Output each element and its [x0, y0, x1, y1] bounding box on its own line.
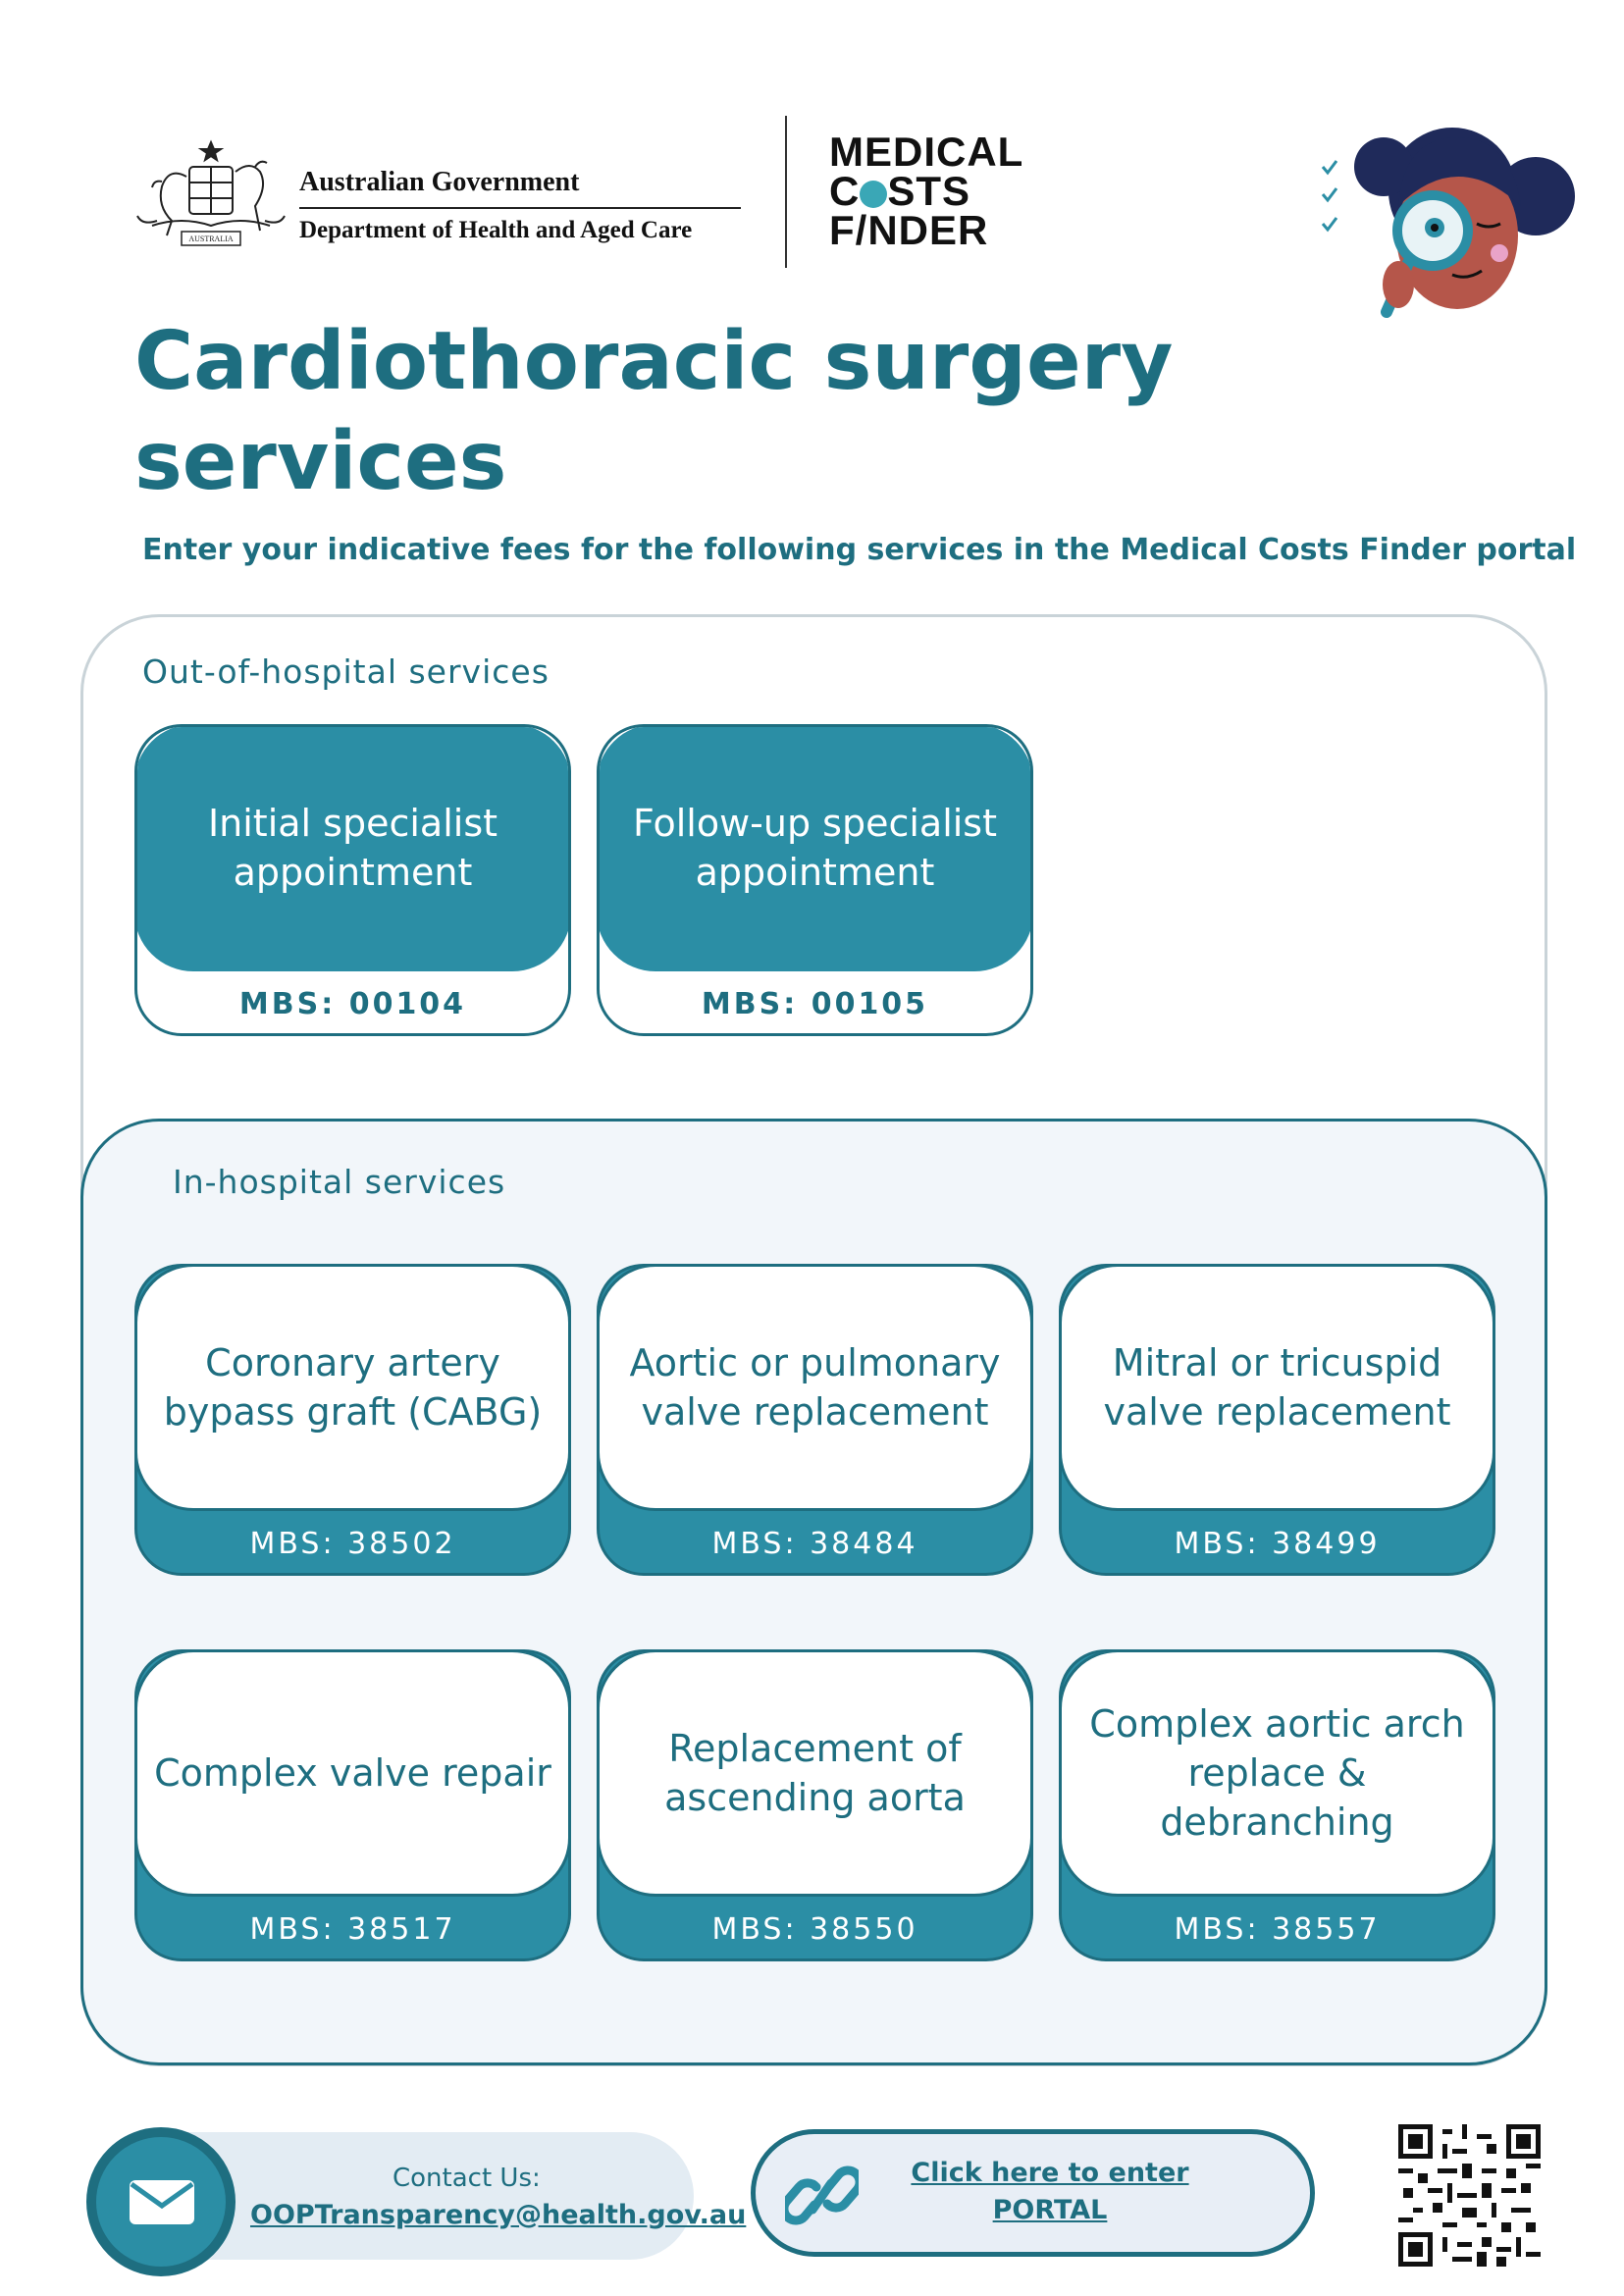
- portal-link-line-1[interactable]: Click here to enter: [911, 2158, 1189, 2188]
- portal-button[interactable]: [751, 2129, 1315, 2257]
- mbs-code: MBS: 38517: [249, 1912, 456, 1947]
- service-card-aortic-arch: Complex aortic arch replace & debranchin…: [1059, 1649, 1495, 1961]
- service-name: Complex valve repair: [137, 1652, 568, 1897]
- contact-label: Contact Us:: [393, 2164, 541, 2193]
- brand-line-3: F/NDER: [829, 207, 989, 253]
- crest-text: AUSTRALIA: [188, 235, 234, 243]
- mbs-code: MBS: 38557: [1174, 1912, 1381, 1947]
- brand-line-1: MEDICAL: [829, 129, 1024, 175]
- link-icon: [785, 2166, 859, 2225]
- portal-link[interactable]: Click here to enter PORTAL: [898, 2155, 1202, 2229]
- in-hospital-label: In-hospital services: [173, 1163, 506, 1201]
- service-card-complex-valve-repair: Complex valve repair MBS: 38517: [134, 1649, 571, 1961]
- service-name: Initial specialist appointment: [137, 727, 568, 971]
- service-card-cabg: Coronary artery bypass graft (CABG) MBS:…: [134, 1264, 571, 1576]
- service-name: Replacement of ascending aorta: [600, 1652, 1030, 1897]
- service-name: Complex aortic arch replace & debranchin…: [1062, 1652, 1493, 1897]
- page-title: Cardiothoracic surgery services: [134, 315, 1174, 508]
- mail-icon-circle: [86, 2127, 236, 2276]
- mbs-code: MBS: 38484: [711, 1527, 918, 1561]
- out-of-hospital-label: Out-of-hospital services: [142, 652, 550, 691]
- mail-icon: [130, 2180, 194, 2224]
- mbs-code: MBS: 00105: [701, 987, 929, 1021]
- page-subtitle: Enter your indicative fees for the follo…: [142, 533, 1577, 567]
- qr-code-icon[interactable]: [1398, 2124, 1541, 2267]
- mascot-magnifier-icon: [1321, 128, 1575, 318]
- service-name: Coronary artery bypass graft (CABG): [137, 1267, 568, 1511]
- gov-divider: [299, 207, 741, 209]
- service-card-mitral-tricuspid: Mitral or tricuspid valve replacement MB…: [1059, 1264, 1495, 1576]
- brand-dot-icon: [860, 181, 888, 208]
- service-name: Follow-up specialist appointment: [600, 727, 1030, 971]
- mbs-code: MBS: 38550: [711, 1912, 918, 1947]
- service-card-ascending-aorta: Replacement of ascending aorta MBS: 3855…: [597, 1649, 1033, 1961]
- service-card-follow-up-appointment: Follow-up specialist appointment MBS: 00…: [597, 724, 1033, 1036]
- mbs-code: MBS: 00104: [238, 987, 467, 1021]
- contact-email-link[interactable]: OOPTransparency@health.gov.au: [250, 2200, 747, 2230]
- department-name: Department of Health and Aged Care: [299, 217, 693, 243]
- service-name: Mitral or tricuspid valve replacement: [1062, 1267, 1493, 1511]
- service-card-initial-appointment: Initial specialist appointment MBS: 0010…: [134, 724, 571, 1036]
- service-card-aortic-pulmonary: Aortic or pulmonary valve replacement MB…: [597, 1264, 1033, 1576]
- service-name: Aortic or pulmonary valve replacement: [600, 1267, 1030, 1511]
- portal-link-line-2[interactable]: PORTAL: [992, 2195, 1108, 2225]
- coat-of-arms-icon: AUSTRALIA: [136, 139, 286, 246]
- mbs-code: MBS: 38499: [1174, 1527, 1381, 1561]
- mbs-code: MBS: 38502: [249, 1527, 456, 1561]
- header-divider: [785, 116, 787, 268]
- gov-name: Australian Government: [299, 167, 580, 197]
